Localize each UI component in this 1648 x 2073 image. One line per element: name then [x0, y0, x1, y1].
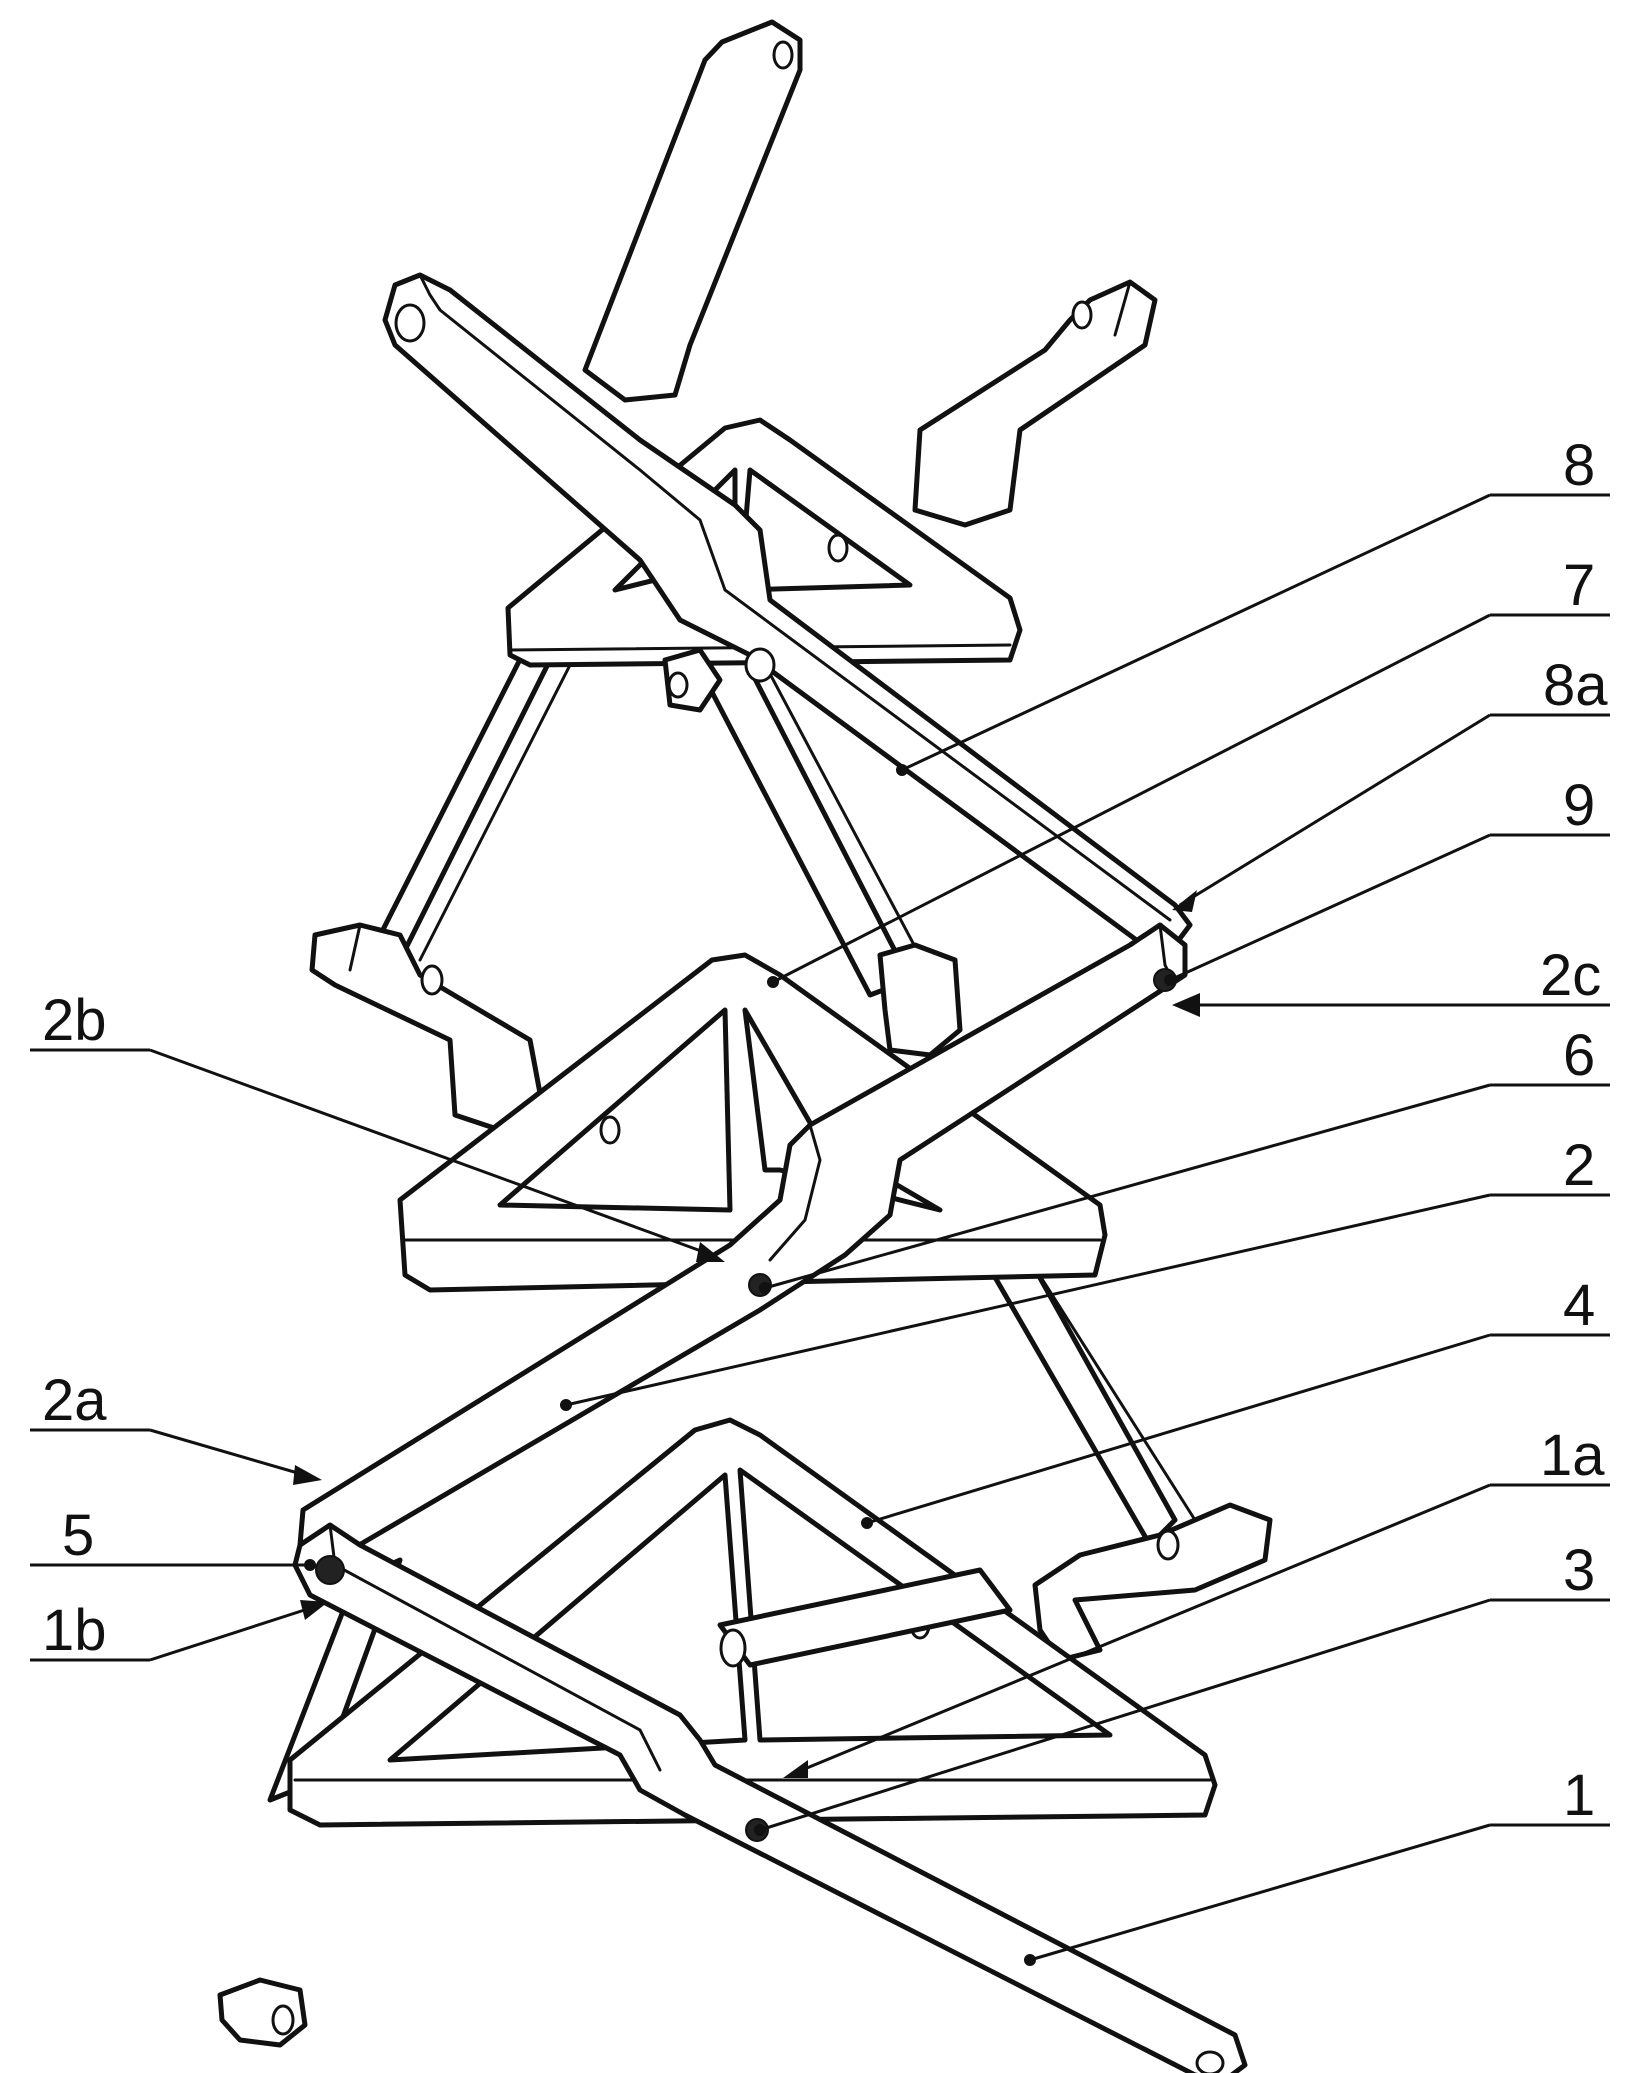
label-3: 3 [1563, 1538, 1595, 1603]
annotations [30, 493, 1610, 1966]
label-9: 9 [1563, 773, 1595, 838]
label-1: 1 [1563, 1763, 1595, 1828]
label-2b: 2b [42, 988, 107, 1053]
middle-rear-block [877, 942, 963, 1058]
label-4: 4 [1563, 1273, 1595, 1338]
lower-rod [717, 1567, 1013, 1668]
label-1b: 1b [42, 1598, 107, 1663]
top-center-lug [662, 647, 723, 713]
link-8 [382, 272, 1193, 953]
label-7: 7 [1563, 553, 1595, 618]
label-2a: 2a [42, 1368, 107, 1433]
label-2: 2 [1563, 1133, 1595, 1198]
bottom-left-foot [217, 1977, 308, 2048]
mid-left-foot [309, 922, 548, 1133]
label-8: 8 [1563, 433, 1595, 498]
top-right-bracket [912, 279, 1158, 528]
lower-right-bracket [1032, 1502, 1273, 1663]
label-texts: 8 7 8a 9 2c 2b 6 2 4 2a 1a 5 3 1b 1 [42, 433, 1608, 1828]
top-vertical-link [582, 19, 803, 403]
label-5: 5 [62, 1503, 94, 1568]
label-6: 6 [1563, 1023, 1595, 1088]
label-1a: 1a [1540, 1423, 1605, 1488]
label-2c: 2c [1540, 943, 1601, 1008]
link-2 [297, 922, 1188, 1568]
label-8a: 8a [1543, 653, 1608, 718]
